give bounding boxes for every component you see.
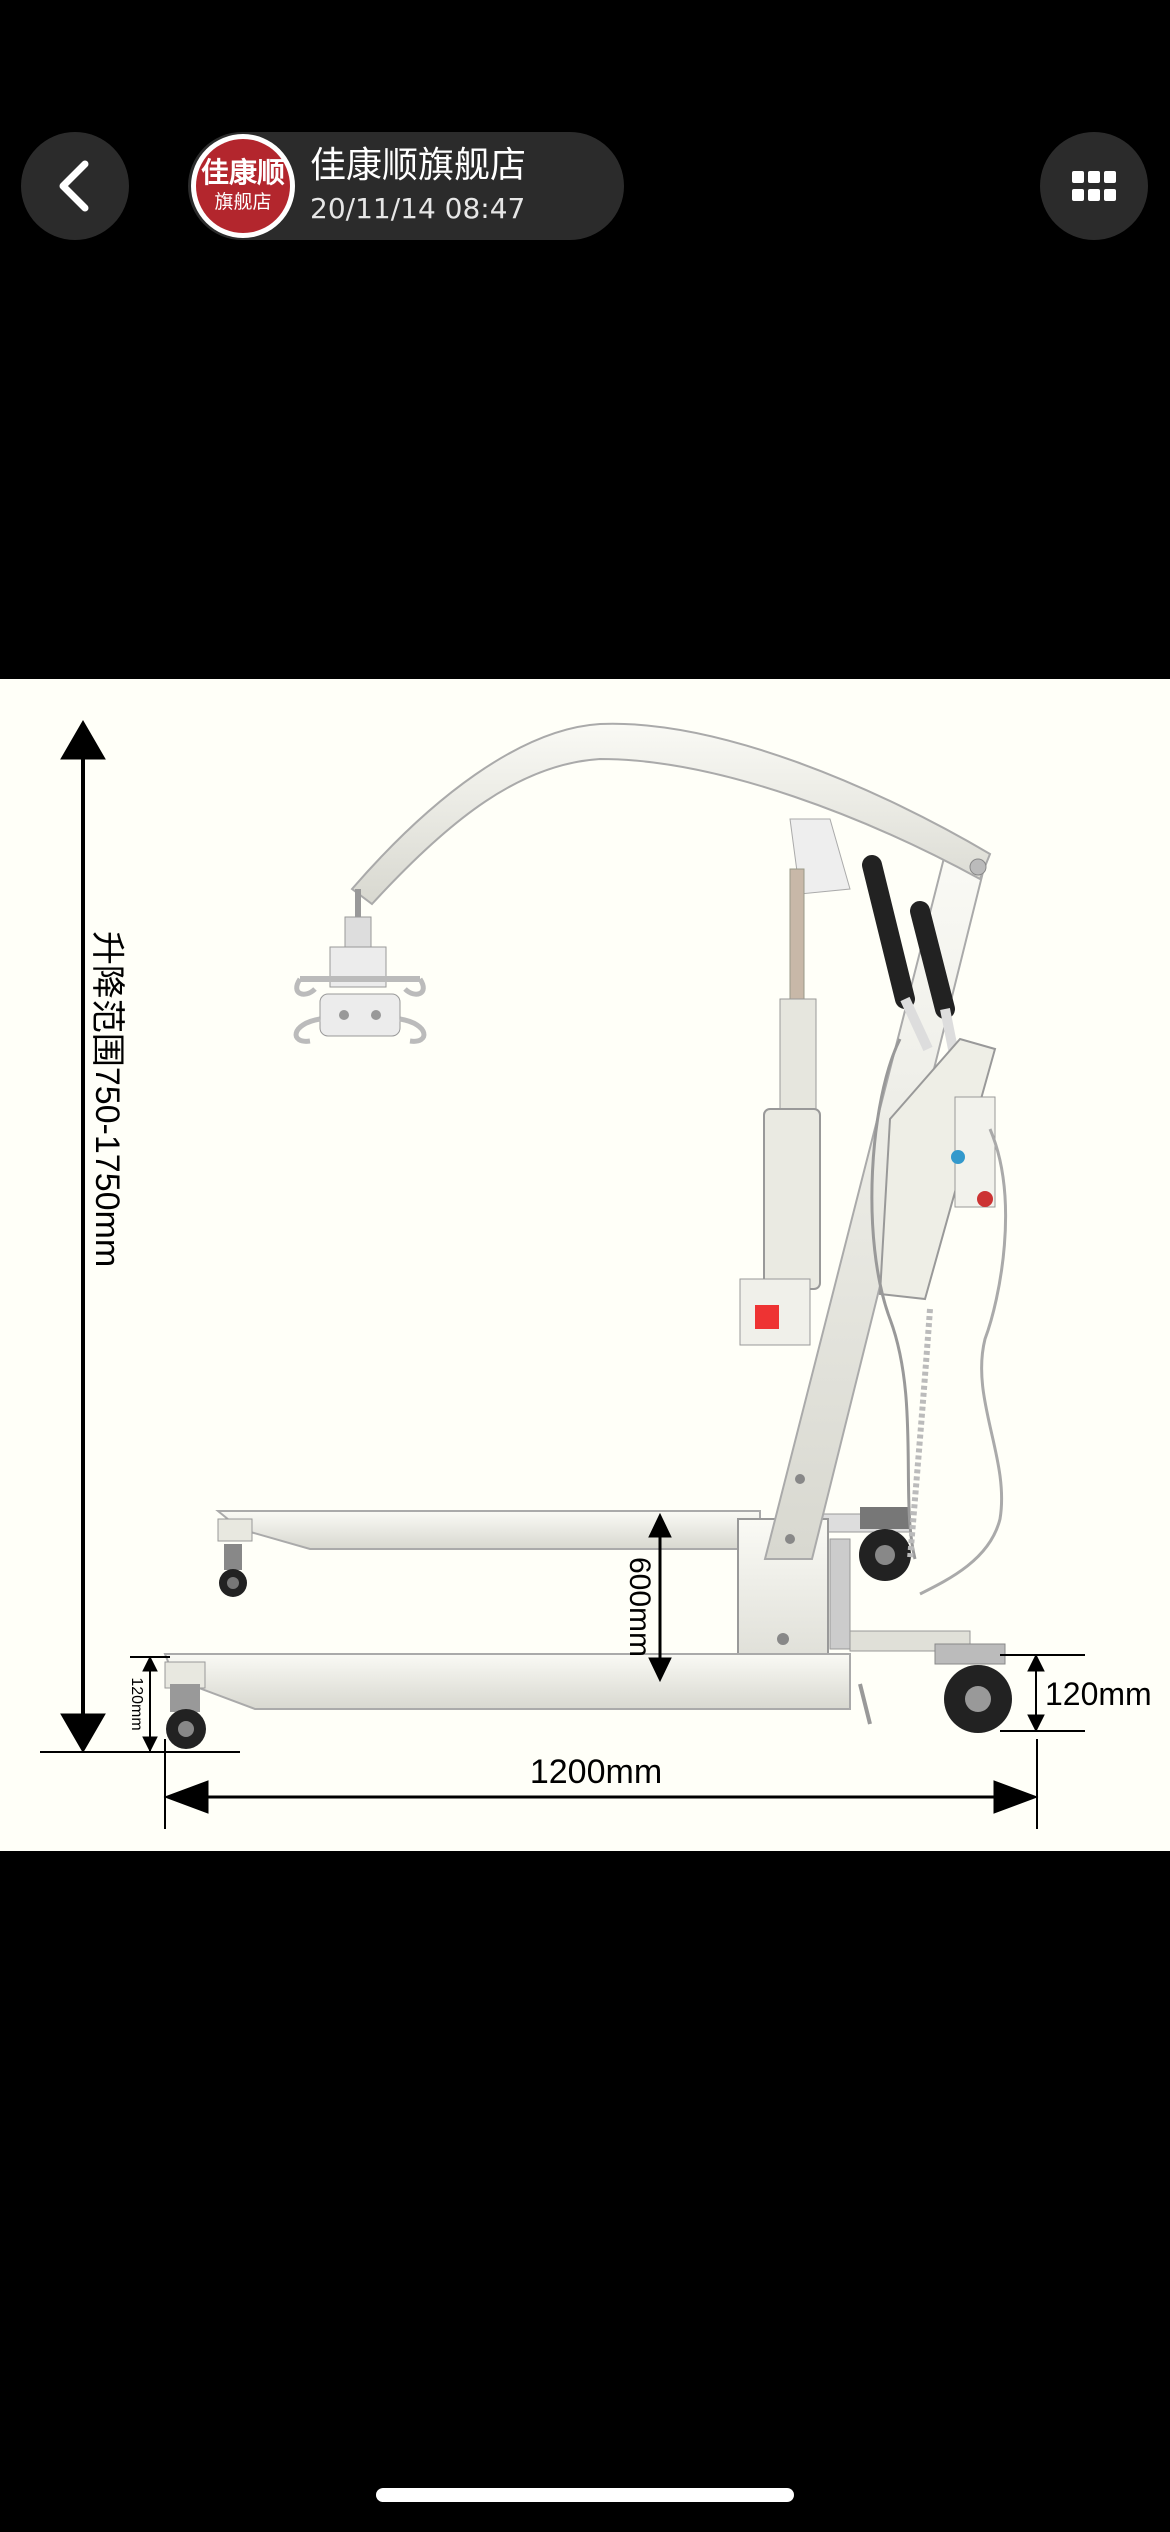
store-avatar[interactable]: 佳康顺 旗舰店 xyxy=(191,134,295,238)
height-range-arrow xyxy=(60,720,106,1753)
avatar-logo-text: 佳康顺 xyxy=(200,156,285,189)
store-info[interactable]: 佳康顺 旗舰店 佳康顺旗舰店 20/11/14 08:47 xyxy=(188,132,624,240)
dimension-120-left-label: 120mm xyxy=(128,1677,145,1730)
post-timestamp: 20/11/14 08:47 xyxy=(310,192,526,225)
more-button[interactable] xyxy=(1040,132,1148,240)
dimension-600-label: 600mm xyxy=(623,1557,656,1657)
dimension-120-right xyxy=(1000,1653,1085,1733)
grid-menu-icon xyxy=(1072,171,1116,201)
product-image[interactable]: 升降范围750-1750mm xyxy=(0,679,1170,1851)
home-indicator[interactable] xyxy=(376,2488,794,2502)
dimension-1200 xyxy=(163,1739,1039,1829)
dimension-120-right-label: 120mm xyxy=(1045,1676,1152,1712)
sling-hanger xyxy=(293,889,427,1044)
avatar-logo-subtext: 旗舰店 xyxy=(214,191,272,213)
chevron-left-icon xyxy=(59,160,89,212)
rear-leg xyxy=(215,1507,911,1597)
dimension-600 xyxy=(648,1512,672,1683)
boom-arm xyxy=(350,722,992,906)
dimension-120-left xyxy=(130,1655,170,1753)
store-name: 佳康顺旗舰店 xyxy=(310,145,527,186)
height-range-label: 升降范围750-1750mm xyxy=(88,931,126,1267)
lift-actuator xyxy=(739,868,821,1346)
dimension-1200-label: 1200mm xyxy=(530,1753,662,1791)
front-leg xyxy=(163,1630,1012,1749)
patient-lift-diagram: 升降范围750-1750mm xyxy=(40,720,1152,1829)
back-button[interactable] xyxy=(21,132,129,240)
control-box xyxy=(870,1037,1008,1596)
